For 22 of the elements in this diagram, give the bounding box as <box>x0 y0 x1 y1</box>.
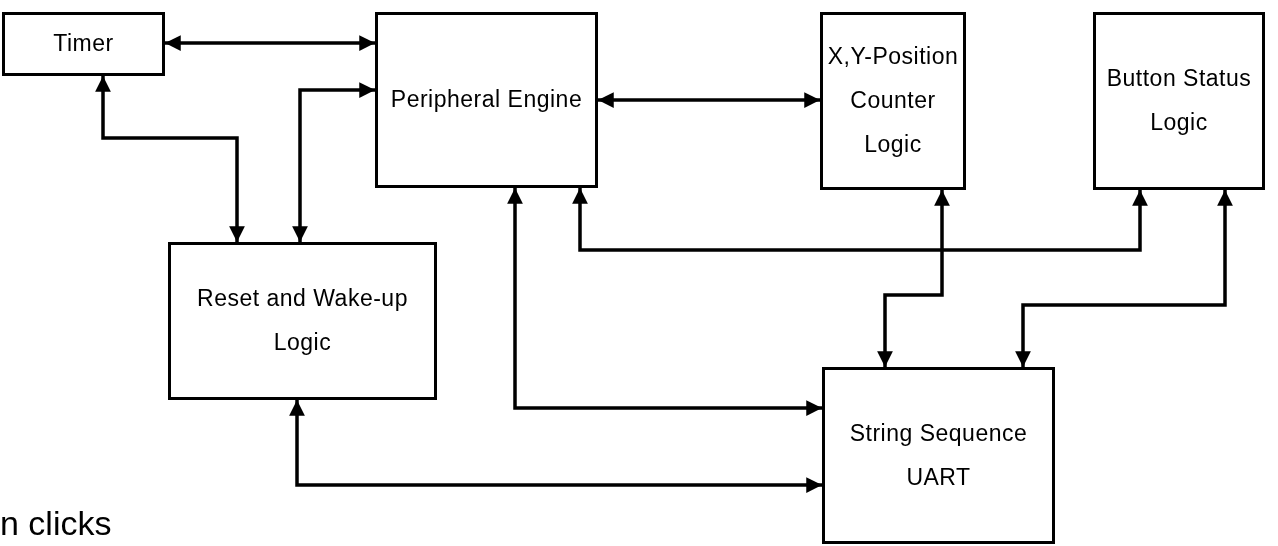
block-label: String Sequence UART <box>848 418 1029 492</box>
block-box <box>822 367 1055 544</box>
block-label: Button Status Logic <box>1105 64 1253 137</box>
connector-arrow <box>95 76 245 242</box>
connector-arrow <box>292 82 375 242</box>
connector-arrow <box>507 188 822 416</box>
connector-arrow <box>877 190 950 367</box>
note-text: n clicks <box>0 504 112 543</box>
connector-arrow <box>598 92 820 108</box>
block-box <box>820 12 966 190</box>
block-box <box>1093 12 1265 190</box>
block-box <box>168 242 437 400</box>
connector-arrow <box>289 400 822 493</box>
block-label: Reset and Wake-up Logic <box>196 284 409 357</box>
connector-arrow <box>1015 190 1233 367</box>
block-label: X,Y-Position Counter Logic <box>826 42 960 159</box>
block-label: Timer <box>52 29 115 59</box>
connector-arrow <box>572 188 1148 252</box>
block-box <box>2 12 165 76</box>
connector-arrow <box>165 35 375 51</box>
block-label: Peripheral Engine <box>389 85 584 115</box>
block-box <box>375 12 598 188</box>
